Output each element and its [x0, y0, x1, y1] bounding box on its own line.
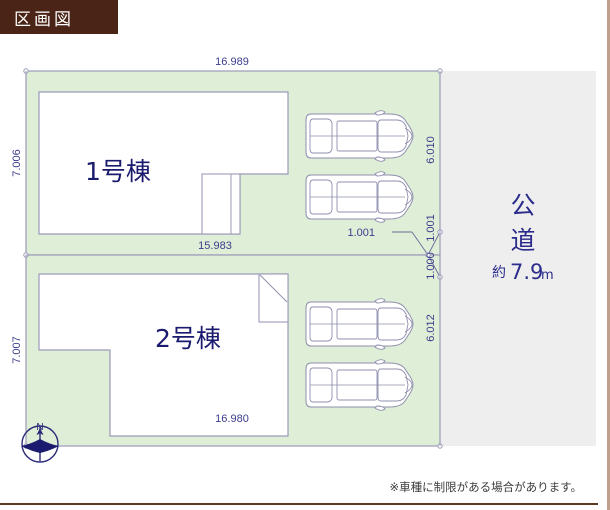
- road-label-line1: 公: [510, 191, 535, 220]
- title-banner: 区画図: [0, 0, 118, 34]
- dimension-gap-lower-label: 1.000: [425, 252, 437, 280]
- dimension-lot-1-top: 16.989: [23, 56, 443, 74]
- lot-2-parking-space-1: [305, 298, 414, 350]
- building-1-entrance: [201, 173, 241, 235]
- dimension-lot-2-left: 7.007: [11, 255, 29, 449]
- dimension-lot-2-right: 6.012: [425, 279, 441, 446]
- dimension-lot-1-left: 7.006: [11, 71, 29, 258]
- building-1-label: 1号棟: [85, 157, 151, 186]
- dimension-lot-1-right-label: 6.010: [425, 136, 437, 164]
- public-road-area: [440, 71, 596, 446]
- dimension-lot-2-left-label: 7.007: [11, 336, 23, 364]
- lot-2-parking-space-2: [305, 359, 414, 411]
- lot-1-parking-space-1: [305, 110, 414, 162]
- footer-note: ※車種に制限がある場合があります。: [0, 478, 596, 500]
- dimension-lot-2-right-label: 6.012: [425, 314, 437, 342]
- compass-north-label: N: [36, 422, 43, 433]
- road-width-unit: m: [541, 268, 554, 283]
- dimension-gap-group: 1.001 1.001 1.000: [347, 214, 443, 280]
- dimension-lot-boundary-middle: 15.983: [26, 240, 440, 256]
- dimension-gap-leader-label: 1.001: [347, 227, 375, 239]
- footer-divider: [0, 503, 598, 505]
- road-label-line2: 道: [510, 226, 535, 255]
- dimension-lot-2-bottom-label: 16.980: [215, 413, 249, 425]
- road-width-prefix: 約: [492, 265, 506, 281]
- dimension-lot-1-top-label: 16.989: [215, 56, 249, 68]
- road-width-value: 7.9: [510, 260, 543, 284]
- site-plan-drawing: 1号棟 2号棟 16.989 7.006 15.983 7.007: [0, 34, 610, 474]
- lot-1-parking-space-2: [305, 171, 414, 223]
- dimension-lot-2-top-label: 15.983: [198, 240, 232, 252]
- road-width-label: 約 7.9 m: [492, 260, 554, 284]
- vehicle-restriction-note: ※車種に制限がある場合があります。: [389, 480, 582, 494]
- building-2-label: 2号棟: [155, 324, 221, 353]
- dimension-lot-1-right: 6.010: [425, 71, 441, 214]
- compass-rose: N: [20, 422, 60, 463]
- building-2-balcony: [258, 273, 289, 323]
- page-title: 区画図: [14, 9, 74, 30]
- dimension-lot-1-left-label: 7.006: [11, 149, 23, 177]
- dimension-gap-upper-label: 1.001: [425, 214, 437, 242]
